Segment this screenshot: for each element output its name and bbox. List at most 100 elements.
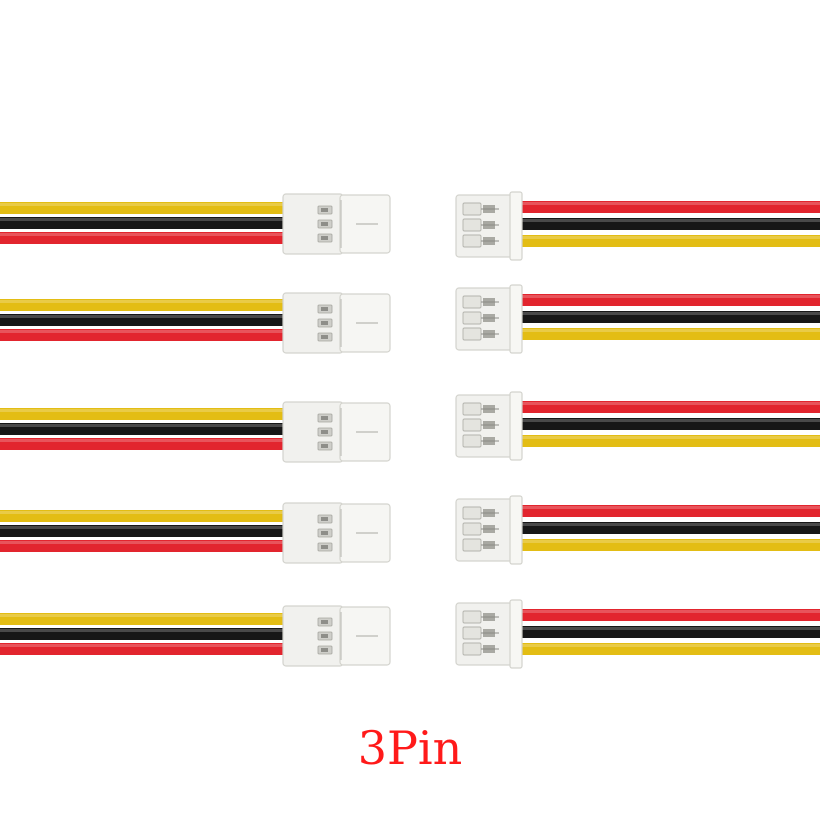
wire-yellow bbox=[0, 510, 292, 522]
female-contact-slot bbox=[462, 626, 482, 640]
male-housing-body bbox=[282, 502, 344, 564]
wire-red bbox=[518, 609, 820, 621]
wire-yellow bbox=[0, 299, 292, 311]
wire-highlight bbox=[518, 219, 820, 222]
wire-red bbox=[518, 294, 820, 306]
male-connector bbox=[282, 605, 391, 667]
cable-pair bbox=[0, 599, 820, 669]
wire-highlight bbox=[518, 644, 820, 647]
male-cable-wires bbox=[0, 510, 292, 552]
male-cable-wires bbox=[0, 613, 292, 655]
wire-highlight bbox=[518, 402, 820, 405]
wire-yellow bbox=[518, 235, 820, 247]
wire-highlight bbox=[518, 523, 820, 526]
male-pin-contact bbox=[321, 321, 328, 325]
wire-red bbox=[0, 232, 292, 244]
wire-black bbox=[518, 418, 820, 430]
wire-highlight bbox=[0, 300, 292, 303]
male-pin-contact bbox=[321, 444, 328, 448]
female-cable-wires bbox=[518, 401, 820, 447]
wire-red bbox=[518, 505, 820, 517]
female-connector bbox=[455, 391, 523, 461]
wire-black bbox=[518, 218, 820, 230]
female-contact-slot bbox=[462, 418, 482, 432]
female-contact-slot bbox=[462, 522, 482, 536]
wire-highlight bbox=[518, 236, 820, 239]
wire-highlight bbox=[0, 526, 292, 529]
cable-pair bbox=[0, 284, 820, 354]
male-pin-contact bbox=[321, 648, 328, 652]
female-cable-wires bbox=[518, 201, 820, 247]
female-cable-wires bbox=[518, 505, 820, 551]
male-pin-contact bbox=[321, 307, 328, 311]
wire-highlight bbox=[518, 419, 820, 422]
female-housing-flange bbox=[509, 191, 523, 261]
wire-highlight bbox=[518, 202, 820, 205]
wire-highlight bbox=[0, 203, 292, 206]
wire-highlight bbox=[0, 644, 292, 647]
male-pin-contact bbox=[321, 430, 328, 434]
wire-red bbox=[0, 540, 292, 552]
wire-black bbox=[518, 522, 820, 534]
cable-pair bbox=[0, 495, 820, 565]
wire-highlight bbox=[518, 436, 820, 439]
female-contact-slot bbox=[462, 402, 482, 416]
wire-highlight bbox=[518, 540, 820, 543]
male-housing-body bbox=[282, 605, 344, 667]
female-connector bbox=[455, 191, 523, 261]
female-contact-slot bbox=[462, 218, 482, 232]
male-pin-contact bbox=[321, 222, 328, 226]
female-contact-slot bbox=[462, 311, 482, 325]
female-contact-slot bbox=[462, 642, 482, 656]
wire-red bbox=[518, 401, 820, 413]
wire-highlight bbox=[0, 409, 292, 412]
wire-yellow bbox=[0, 202, 292, 214]
wire-black bbox=[518, 311, 820, 323]
male-housing-body bbox=[282, 193, 344, 255]
wire-highlight bbox=[518, 295, 820, 298]
wire-highlight bbox=[0, 218, 292, 221]
female-cable-wires bbox=[518, 294, 820, 340]
female-contact-slot bbox=[462, 234, 482, 248]
female-connector bbox=[455, 599, 523, 669]
wire-highlight bbox=[518, 506, 820, 509]
wire-yellow bbox=[518, 539, 820, 551]
male-connector bbox=[282, 502, 391, 564]
female-housing-flange bbox=[509, 284, 523, 354]
male-connector bbox=[282, 292, 391, 354]
male-pin-contact bbox=[321, 531, 328, 535]
female-housing-flange bbox=[509, 391, 523, 461]
wire-highlight bbox=[0, 511, 292, 514]
wire-black bbox=[0, 314, 292, 326]
female-contact-slot bbox=[462, 202, 482, 216]
female-contact-slot bbox=[462, 295, 482, 309]
wire-red bbox=[0, 438, 292, 450]
wire-red bbox=[0, 329, 292, 341]
wire-black bbox=[0, 628, 292, 640]
male-pin-contact bbox=[321, 416, 328, 420]
wire-highlight bbox=[0, 541, 292, 544]
wire-highlight bbox=[0, 424, 292, 427]
wire-highlight bbox=[518, 312, 820, 315]
male-cable-wires bbox=[0, 299, 292, 341]
female-contact-slot bbox=[462, 538, 482, 552]
cable-pair bbox=[0, 191, 820, 261]
wire-highlight bbox=[518, 627, 820, 630]
wire-yellow bbox=[518, 643, 820, 655]
wire-highlight bbox=[0, 315, 292, 318]
male-pin-contact bbox=[321, 208, 328, 212]
male-pin-contact bbox=[321, 545, 328, 549]
male-cable-wires bbox=[0, 202, 292, 244]
cable-pair bbox=[0, 391, 820, 463]
wire-black bbox=[0, 423, 292, 435]
wire-black bbox=[0, 525, 292, 537]
male-pin-contact bbox=[321, 517, 328, 521]
male-cable-wires bbox=[0, 408, 292, 450]
male-connector bbox=[282, 193, 391, 255]
female-connector bbox=[455, 495, 523, 565]
wire-highlight bbox=[0, 614, 292, 617]
female-cable-wires bbox=[518, 609, 820, 655]
female-connector bbox=[455, 284, 523, 354]
male-pin-contact bbox=[321, 634, 328, 638]
female-contact-slot bbox=[462, 434, 482, 448]
